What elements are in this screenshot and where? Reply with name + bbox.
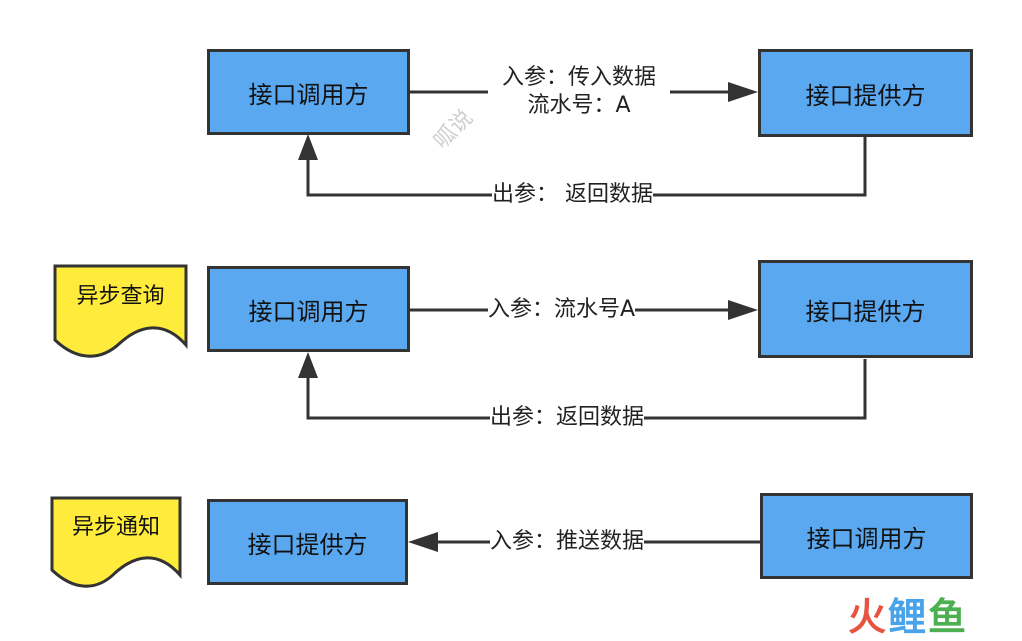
response-label-2: 出参：返回数据	[490, 404, 645, 432]
arrowhead-right-1	[728, 82, 758, 102]
caller-box-3[interactable]: 接口调用方	[760, 493, 973, 579]
request-label-2: 入参：流水号A	[488, 296, 636, 324]
tag-shape-async-notify	[50, 496, 182, 588]
response-label-1: 出参： 返回数据	[492, 181, 653, 209]
provider-label-3: 接口提供方	[247, 530, 368, 559]
caller-label-2: 接口调用方	[248, 297, 369, 326]
brand-char-3: 鱼	[928, 595, 969, 639]
provider-box-1[interactable]: 接口提供方	[758, 49, 973, 137]
tag-shape-async-query	[53, 264, 188, 358]
tag-async-query: 异步查询	[55, 266, 186, 346]
caller-label-3: 接口调用方	[806, 524, 927, 553]
provider-label-1: 接口提供方	[805, 81, 926, 110]
caller-box-2[interactable]: 接口调用方	[207, 266, 410, 352]
arrowhead-left-3	[408, 532, 438, 552]
provider-box-3[interactable]: 接口提供方	[207, 499, 408, 585]
request-label-1-line2: 流水号：A	[527, 93, 631, 118]
request-label-1: 入参：传入数据 流水号：A	[488, 64, 670, 120]
tag-async-notify: 异步通知	[52, 498, 180, 576]
provider-label-2: 接口提供方	[805, 297, 926, 326]
brand-char-1: 火	[848, 595, 889, 639]
brand-logo: 火鲤鱼	[848, 586, 968, 641]
tag-async-query-label: 异步查询	[76, 284, 165, 309]
arrowhead-up-2	[298, 352, 318, 378]
tag-async-notify-label: 异步通知	[71, 515, 160, 541]
brand-char-2: 鲤	[888, 595, 929, 639]
request-label-1-line1: 入参：传入数据	[501, 65, 656, 90]
request-label-3: 入参：推送数据	[490, 528, 645, 556]
provider-box-2[interactable]: 接口提供方	[758, 260, 973, 358]
arrowhead-up-1	[298, 134, 318, 160]
caller-box-1[interactable]: 接口调用方	[207, 49, 410, 135]
arrowhead-right-2	[728, 300, 758, 320]
caller-label-1: 接口调用方	[248, 80, 369, 109]
